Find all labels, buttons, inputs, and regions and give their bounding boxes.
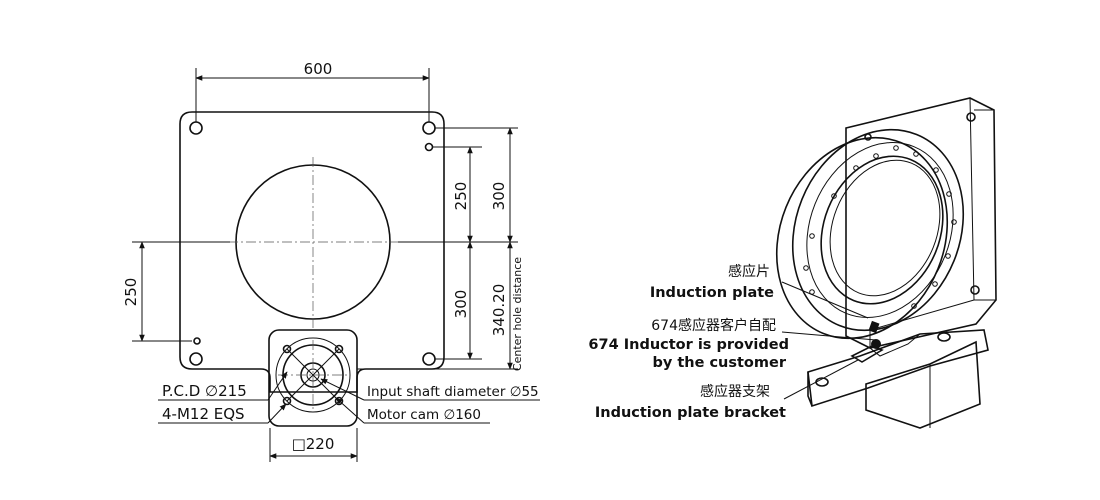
small-hole [193,337,201,345]
iso-back-plate [845,97,997,349]
main-plate-outline [179,111,445,393]
iso-ring-groove [806,142,954,318]
isometric-view: 感应片 Induction plate 674感应器客户自配 674 Induc… [588,97,997,429]
iso-ring-inner [820,155,944,305]
callout-inductor-en-1: 674 Inductor is provided [588,337,789,353]
corner-hole [422,121,436,135]
spec-input-shaft: Input shaft diameter ∅55 [367,384,539,400]
corner-hole [422,352,436,366]
callout-plate-cn: 感应片 [728,263,770,280]
motor-bolt-hole [282,396,292,406]
iso-ring-back [775,136,949,340]
corner-hole [189,352,203,366]
iso-inductor-bracket [850,345,884,363]
callout-bracket-en: Induction plate bracket [595,405,786,421]
motor-pcd-circle [275,337,351,413]
spec-motor-cam: Motor cam ∅160 [367,407,481,423]
motor-bolt-hole [282,344,292,354]
dim-center-distance-label: Center hole distance [511,257,524,371]
spec-pcd: P.C.D ∅215 [162,382,247,400]
callout-plate-en: Induction plate [650,285,774,301]
iso-ring-outer [791,128,965,332]
front-view: 600 250 250 300 300 340.20 Center hole d… [122,60,540,462]
iso-lower-housing [807,329,989,408]
dim-center-distance: 340.20 [490,284,508,337]
dim-base-square: □220 [292,435,335,453]
small-hole [424,142,434,152]
corner-hole [189,121,203,135]
dim-right-lower: 300 [452,290,470,319]
spec-bolts: 4-M12 EQS [162,405,245,423]
dim-right-upper: 250 [452,182,470,211]
motor-mount-square [268,329,358,427]
callout-inductor-cn: 674感应器客户自配 [651,317,776,334]
callout-inductor-en-2: by the customer [652,355,786,371]
callout-bracket-cn: 感应器支架 [700,383,770,400]
dim-left-height: 250 [122,278,140,307]
iso-ring-bolts [803,145,957,309]
motor-bolt-hole [334,344,344,354]
iso-inductor [871,339,881,349]
dim-right-outer: 300 [490,182,508,211]
dim-width-top: 600 [304,60,333,78]
